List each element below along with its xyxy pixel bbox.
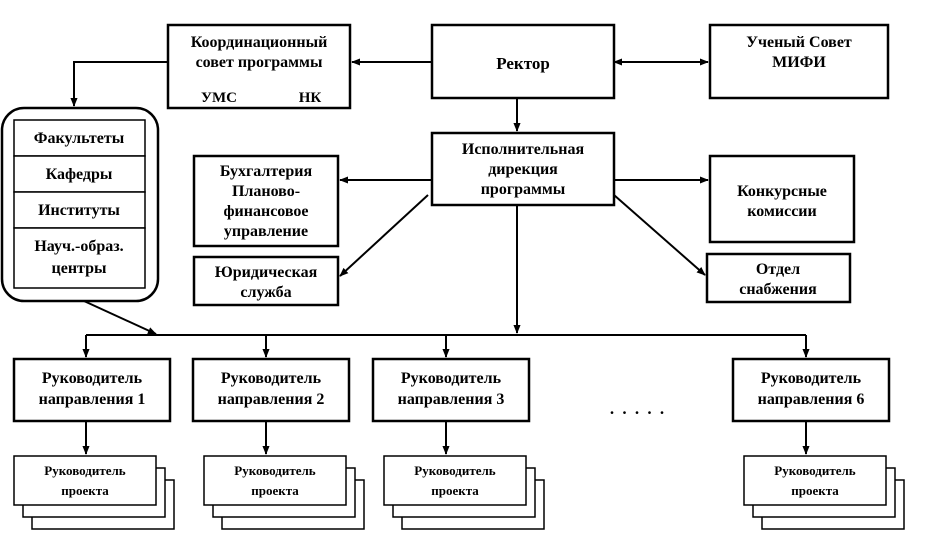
- node-competition: Конкурсные комиссии: [708, 154, 856, 244]
- project-6-label-line-2: проекта: [791, 483, 839, 498]
- coord-council-label-line-1: Координационный: [191, 34, 328, 51]
- project-1-label-line-1: Руководитель: [44, 463, 126, 478]
- unit-centers-label-line-2: центры: [52, 260, 107, 277]
- project-2-label-line-1: Руководитель: [234, 463, 316, 478]
- ellipsis: . . . . .: [610, 399, 666, 418]
- connectors: [70, 58, 810, 455]
- link-units-bus: [83, 300, 157, 335]
- project-stack-1: Руководитель проекта: [13, 455, 175, 530]
- directorate-label-line-1: Исполнительная: [462, 141, 585, 158]
- node-exec-directorate: Исполнительная дирекция программы: [430, 131, 616, 207]
- direction-1-label-line-1: Руководитель: [42, 370, 143, 387]
- direction-6-label-line-1: Руководитель: [761, 370, 862, 387]
- competition-label-line-1: Конкурсные: [737, 183, 827, 200]
- node-units: Факультеты Кафедры Институты Науч.-образ…: [0, 106, 160, 303]
- unit-departments: [13, 155, 146, 193]
- direction-3-label-line-2: направления 3: [398, 391, 505, 408]
- academic-council-label-line-2: МИФИ: [772, 54, 826, 71]
- coord-council-nk: НК: [299, 90, 322, 106]
- direction-6-label-line-2: направления 6: [758, 391, 865, 408]
- node-supply: Отдел снабжения: [705, 252, 852, 304]
- project-stack-6: Руководитель проекта: [743, 455, 905, 530]
- node-direction-1: Руководитель направления 1: [12, 357, 172, 423]
- coord-council-label-line-2: совет программы: [196, 54, 323, 71]
- supply-label-line-1: Отдел: [756, 261, 800, 278]
- coord-council-ums: УМС: [201, 90, 237, 106]
- project-stack-2: Руководитель проекта: [203, 455, 365, 530]
- supply-label-line-2: снабжения: [739, 281, 817, 298]
- directorate-label-line-3: программы: [481, 181, 566, 198]
- project-6-label-line-1: Руководитель: [774, 463, 856, 478]
- node-direction-2: Руководитель направления 2: [191, 357, 351, 423]
- unit-faculties-label: Факультеты: [34, 130, 125, 147]
- rector-label: Ректор: [496, 54, 550, 73]
- node-academic-council: Ученый Совет МИФИ: [708, 23, 890, 100]
- direction-2-label-line-1: Руководитель: [221, 370, 322, 387]
- direction-3-label-line-1: Руководитель: [401, 370, 502, 387]
- unit-institutes: [13, 191, 146, 229]
- unit-departments-label: Кафедры: [46, 166, 113, 183]
- unit-institutes-label: Институты: [38, 202, 120, 219]
- project-3-label-line-2: проекта: [431, 483, 479, 498]
- accounting-label-line-2: Планово-: [232, 183, 300, 200]
- direction-2-label-line-2: направления 2: [218, 391, 325, 408]
- link-directorate-legal: [339, 194, 429, 277]
- project-2-label-line-2: проекта: [251, 483, 299, 498]
- node-legal: Юридическая служба: [192, 255, 340, 307]
- link-directorate-supply: [613, 194, 706, 276]
- node-rector: Ректор: [430, 23, 616, 100]
- directorate-label-line-2: дирекция: [488, 161, 558, 178]
- direction-1-label-line-2: направления 1: [39, 391, 146, 408]
- accounting-label-line-4: управление: [224, 223, 308, 240]
- competition-label-line-2: комиссии: [747, 203, 816, 220]
- unit-centers-label-line-1: Науч.-образ.: [34, 238, 123, 255]
- accounting-label-line-1: Бухгалтерия: [220, 163, 313, 180]
- node-direction-6: Руководитель направления 6: [731, 357, 891, 423]
- academic-council-label-line-1: Ученый Совет: [746, 34, 852, 51]
- unit-faculties: [13, 119, 146, 157]
- project-stack-3: Руководитель проекта: [383, 455, 545, 530]
- project-3-label-line-1: Руководитель: [414, 463, 496, 478]
- link-coord-council-units: [70, 61, 168, 107]
- node-accounting: Бухгалтерия Планово- финансовое управлен…: [192, 154, 340, 248]
- legal-label-line-2: служба: [240, 284, 291, 301]
- node-coord-council: Координационный совет программы УМС НК: [166, 23, 352, 110]
- project-1-label-line-2: проекта: [61, 483, 109, 498]
- accounting-label-line-3: финансовое: [223, 203, 308, 220]
- node-direction-3: Руководитель направления 3: [371, 357, 531, 423]
- unit-centers: [13, 227, 146, 289]
- legal-label-line-1: Юридическая: [215, 264, 318, 281]
